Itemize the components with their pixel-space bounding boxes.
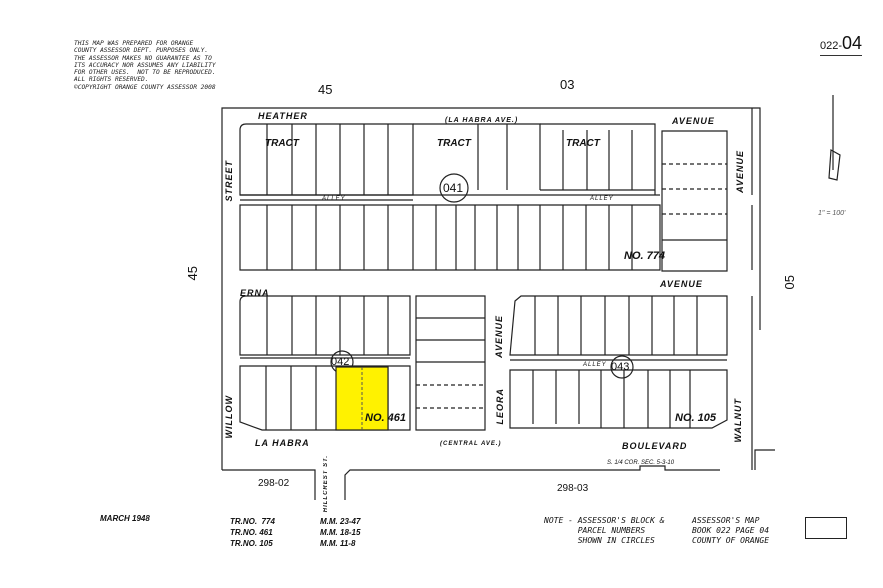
street-boulevard: BOULEVARD bbox=[622, 441, 688, 451]
parcel-note: NOTE - ASSESSOR'S BLOCK & PARCEL NUMBERS… bbox=[544, 516, 665, 545]
alley-label-mid: ALLEY bbox=[583, 362, 607, 368]
tract-label-center: TRACT bbox=[437, 138, 471, 149]
section-corner-label: S. 1/4 COR. SEC. 5-3-10 bbox=[607, 460, 675, 466]
street-avenue-mid: AVENUE bbox=[660, 279, 703, 289]
street-la-habra: LA HABRA bbox=[255, 438, 310, 448]
street-hillcrest: HILLCREST ST. bbox=[323, 455, 329, 513]
street-willow: WILLOW bbox=[224, 395, 234, 439]
map-date: MARCH 1948 bbox=[100, 514, 150, 523]
street-central-ave: (CENTRAL AVE.) bbox=[440, 441, 502, 447]
tract-number-105: NO. 105 bbox=[675, 412, 716, 424]
adjacent-map-bottom-right: 298-03 bbox=[557, 483, 589, 494]
street-street-label: STREET bbox=[224, 160, 234, 202]
map-reference-list: M.M. 23-47 M.M. 18-15 M.M. 11-8 bbox=[320, 517, 361, 548]
tract-label-left: TRACT bbox=[265, 138, 299, 149]
street-leora-avenue: AVENUE bbox=[494, 315, 504, 358]
street-erna: ERNA bbox=[240, 288, 270, 298]
blank-stamp-box bbox=[805, 517, 847, 539]
tract-label-right: TRACT bbox=[566, 138, 600, 149]
street-la-habra-ave-old: (LA HABRA AVE.) bbox=[445, 117, 519, 124]
street-leora: LEORA bbox=[495, 388, 505, 425]
map-page-id: 022-04 bbox=[820, 33, 863, 56]
copyright-disclaimer: THIS MAP WAS PREPARED FOR ORANGE COUNTY … bbox=[74, 40, 216, 91]
adjacent-map-top-right: 03 bbox=[560, 77, 575, 92]
map-scale: 1" = 100' bbox=[818, 210, 846, 217]
book-page-info: ASSESSOR'S MAP BOOK 022 PAGE 04 COUNTY O… bbox=[692, 516, 770, 545]
map-page-number: 04 bbox=[842, 33, 863, 53]
alley-label-top-right: ALLEY bbox=[590, 196, 614, 202]
block-number-043: 043 bbox=[611, 361, 630, 373]
tract-number-461: NO. 461 bbox=[365, 412, 406, 424]
alley-label-top: ALLEY bbox=[322, 196, 346, 202]
street-avenue-top: AVENUE bbox=[672, 116, 715, 126]
block-number-042: 042 bbox=[331, 356, 350, 368]
adjacent-map-bottom-left: 298-02 bbox=[258, 478, 290, 489]
tract-number-list: TR.NO. 774 TR.NO. 461 TR.NO. 105 bbox=[230, 517, 275, 548]
map-book-id: 022- bbox=[820, 40, 843, 52]
adjacent-map-top-left: 45 bbox=[318, 82, 333, 97]
street-walnut: WALNUT bbox=[733, 398, 743, 443]
street-avenue-right: AVENUE bbox=[735, 150, 745, 193]
tract-number-774: NO. 774 bbox=[624, 250, 665, 262]
block-number-041: 041 bbox=[443, 181, 464, 195]
street-heather: HEATHER bbox=[258, 111, 308, 121]
